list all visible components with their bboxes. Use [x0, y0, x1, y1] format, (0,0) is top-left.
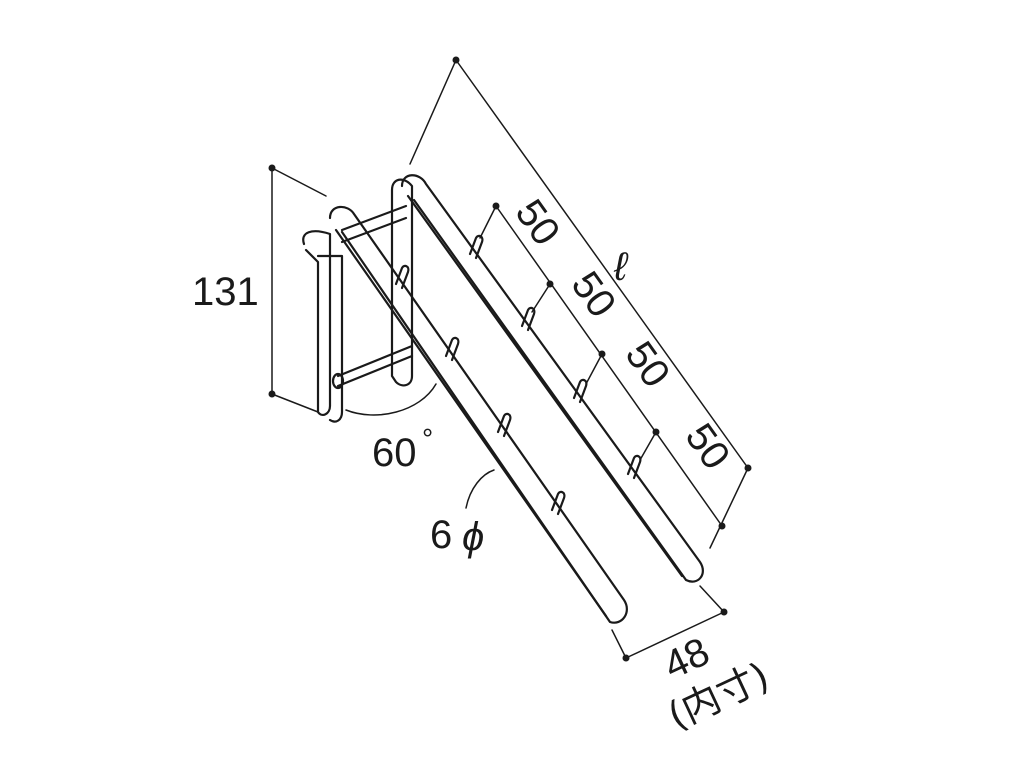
width-dim-line — [625, 611, 725, 659]
spacing-label-1: 50 — [507, 192, 569, 254]
angle-arc — [345, 383, 437, 416]
spacing-label-4: 50 — [677, 416, 739, 478]
spacing-ext-4 — [639, 431, 657, 461]
dimension-lines — [268, 56, 752, 662]
lower-cross-bar — [336, 344, 414, 388]
rod-diameter-symbol-label: ϕ — [462, 515, 484, 559]
dimension-labels: 131 60 ° 6 ϕ ℓ 50 50 50 50 48 (内寸) — [192, 192, 776, 738]
spacing-ext-3 — [585, 353, 603, 385]
spacing-dot-1 — [492, 202, 500, 210]
front-hook-3 — [496, 412, 512, 438]
diameter-leader-arc — [465, 469, 495, 509]
spacing-ext-1 — [479, 205, 497, 239]
width-dim-dot-left — [622, 654, 630, 662]
front-arm-hooks — [394, 264, 566, 516]
rod-diameter-value-label: 6 — [430, 513, 452, 557]
spacing-dot-5 — [718, 522, 726, 530]
spacing-ext-2 — [531, 283, 551, 313]
width-dim-dot-right — [720, 608, 728, 616]
angle-unit-label: ° — [422, 423, 433, 454]
height-label: 131 — [192, 270, 259, 314]
spacing-dim-line — [495, 205, 723, 527]
back-hook-1 — [468, 234, 484, 260]
front-hook-1 — [394, 264, 410, 290]
back-arm-rod-inner — [406, 194, 684, 578]
spacing-dot-2 — [546, 280, 554, 288]
front-hook-2 — [444, 336, 460, 362]
length-dim-dot-top — [452, 56, 460, 64]
front-arm-rod — [328, 205, 628, 624]
lower-cross-bar-end — [331, 372, 345, 390]
left-wall-bracket-inner — [316, 254, 344, 423]
angle-label: 60 — [372, 431, 417, 475]
hanger-structure — [302, 174, 704, 624]
length-ext-bottom — [709, 467, 749, 549]
front-hook-4 — [550, 490, 566, 516]
length-symbol-label: ℓ — [613, 245, 629, 289]
length-dim-line — [455, 59, 749, 469]
height-dim-dot-bottom — [268, 390, 276, 398]
spacing-dot-4 — [652, 428, 660, 436]
width-ext-right — [699, 585, 725, 613]
front-arm-rod-inner — [334, 228, 608, 618]
width-ext-left — [611, 629, 627, 659]
length-ext-top — [409, 59, 457, 165]
back-arm-rod — [400, 174, 704, 583]
back-hook-3 — [572, 378, 588, 404]
spacing-label-3: 50 — [617, 334, 679, 396]
upper-cross-bar — [340, 204, 408, 244]
right-wall-bracket — [390, 178, 414, 387]
left-wall-bracket — [302, 230, 332, 416]
length-dim-dot-bottom — [744, 464, 752, 472]
back-hook-4 — [626, 454, 642, 480]
height-ext-top — [271, 167, 327, 197]
height-dim-dot-top — [268, 164, 276, 172]
spacing-dot-3 — [598, 350, 606, 358]
back-hook-2 — [520, 306, 536, 332]
height-ext-bottom — [271, 393, 319, 413]
